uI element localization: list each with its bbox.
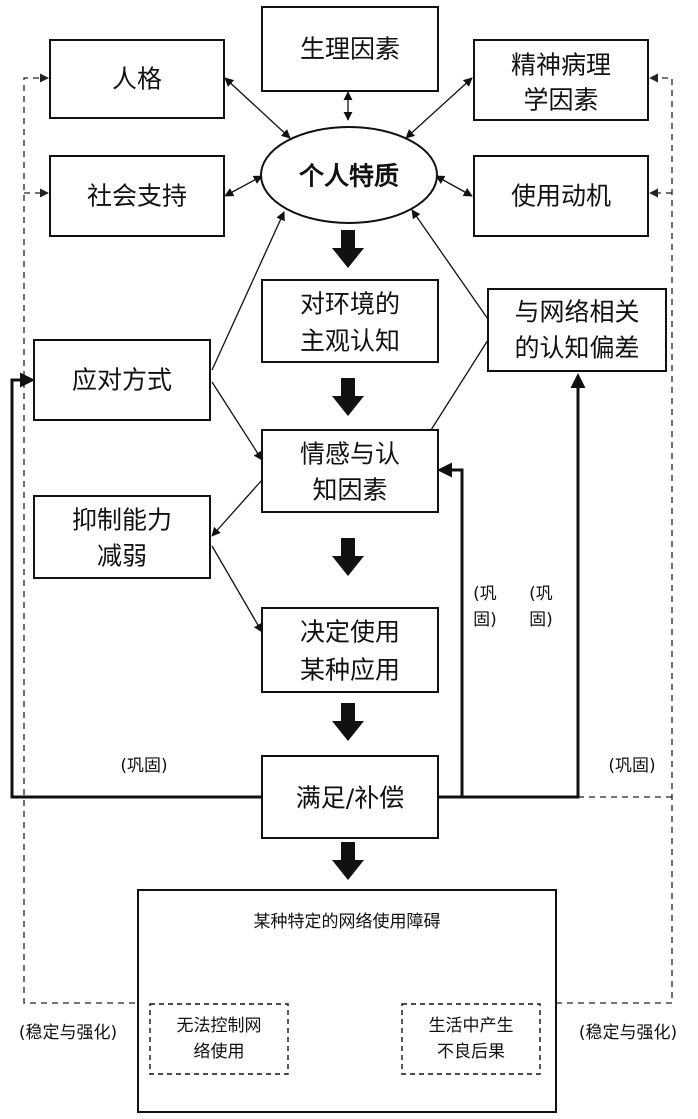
inhibition-label-1: 抑制能力 xyxy=(72,506,172,535)
bias-label-1: 与网络相关 xyxy=(514,298,639,327)
node-gratification: 满足/补偿 xyxy=(261,755,439,839)
loss-control-label-1: 无法控制网 xyxy=(177,1016,262,1036)
consolidate-vertical-b-1: (巩 xyxy=(529,584,553,604)
consolidate-label-left: (巩固) xyxy=(120,756,167,776)
gratification-label: 满足/补偿 xyxy=(296,784,404,813)
coping-label: 应对方式 xyxy=(72,366,172,395)
node-personal-traits: 个人特质 xyxy=(260,126,438,224)
affect-label-2: 知因素 xyxy=(312,476,387,505)
perception-label-2: 主观认知 xyxy=(300,327,400,356)
node-psychopathology: 精神病理 学因素 xyxy=(473,39,649,121)
node-decision: 决定使用 某种应用 xyxy=(261,607,439,693)
consequences-label-1: 生活中产生 xyxy=(429,1016,514,1036)
physiology-label: 生理因素 xyxy=(300,35,400,64)
stabilize-label-right: (稳定与强化) xyxy=(579,1023,677,1043)
consequences-box xyxy=(401,1003,541,1075)
dashed-feedback-lines xyxy=(23,73,673,1004)
decision-label-2: 某种应用 xyxy=(300,656,400,685)
block-arrow-5 xyxy=(332,842,364,880)
node-social-support: 社会支持 xyxy=(49,155,225,237)
loss-control-label-2: 络使用 xyxy=(194,1041,245,1062)
node-personality: 人格 xyxy=(49,39,225,119)
node-inhibition: 抑制能力 减弱 xyxy=(33,495,211,579)
node-coping-style: 应对方式 xyxy=(33,339,211,421)
block-arrow-1 xyxy=(332,230,364,268)
node-cognitive-bias: 与网络相关 的认知偏差 xyxy=(487,288,667,372)
consolidate-vertical-b-2: 固) xyxy=(529,610,553,630)
node-subjective-perception: 对环境的 主观认知 xyxy=(261,279,439,363)
social-support-label: 社会支持 xyxy=(87,182,187,211)
disorder-title: 某种特定的网络使用障碍 xyxy=(254,911,441,932)
inhibition-label-2: 减弱 xyxy=(97,542,147,571)
consequences-label-2: 不良后果 xyxy=(437,1042,505,1062)
node-disorder: 某种特定的网络使用障碍 无法控制网 络使用 生活中产生 不良后果 xyxy=(137,889,557,1113)
psychopathology-label-2: 学因素 xyxy=(523,86,598,115)
node-affective-cognitive: 情感与认 知因素 xyxy=(261,429,439,513)
decision-label-1: 决定使用 xyxy=(300,618,400,647)
consolidate-vertical-a-1: (巩 xyxy=(473,584,497,604)
trait-connectors xyxy=(224,77,473,197)
consolidate-vertical-a-2: 固) xyxy=(473,610,497,630)
usage-motivation-label: 使用动机 xyxy=(511,182,611,211)
block-arrow-2 xyxy=(332,378,364,416)
node-physiology: 生理因素 xyxy=(261,6,439,92)
consolidate-label-right: (巩固) xyxy=(608,756,655,776)
consolidation-paths xyxy=(10,372,586,799)
psychopathology-label-1: 精神病理 xyxy=(511,51,611,80)
block-arrow-4 xyxy=(332,703,364,741)
personality-label: 人格 xyxy=(112,65,162,94)
node-usage-motivation: 使用动机 xyxy=(473,155,649,237)
block-arrow-3 xyxy=(332,538,364,576)
affect-label-1: 情感与认 xyxy=(300,440,400,469)
loss-control-box xyxy=(149,1003,289,1075)
path-labels: (巩固) (巩固) (巩 固) (巩 固) (稳定与强化) (稳定与强化) xyxy=(19,584,677,1043)
bias-label-2: 的认知偏差 xyxy=(514,334,639,363)
personal-traits-label: 个人特质 xyxy=(299,162,399,191)
stabilize-label-left: (稳定与强化) xyxy=(19,1023,117,1043)
perception-label-1: 对环境的 xyxy=(300,290,400,319)
